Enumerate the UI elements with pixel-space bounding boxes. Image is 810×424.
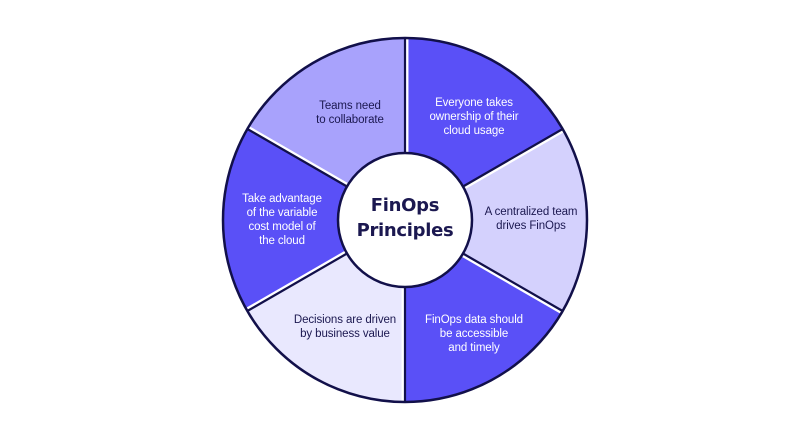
segment-business-value: Decisions are driven by business value (293, 314, 397, 340)
divider-highlight (463, 129, 565, 190)
segment-shape-business-value (247, 253, 405, 402)
diagram-title: FinOps Principles (356, 195, 454, 241)
outer-ring (221, 36, 589, 404)
segment-accessible-data: FinOps data should be accessible and tim… (425, 314, 523, 354)
segment-divider (246, 128, 348, 188)
segment-divider (462, 252, 564, 312)
segment-variable-cost: Take advantage of the variable cost mode… (242, 193, 322, 247)
segment-shape-ownership (405, 38, 563, 187)
segment-shape-centralized-team (463, 129, 587, 311)
divider-highlight (461, 254, 563, 314)
center-circle (336, 151, 474, 289)
segment-shape-variable-cost (223, 129, 347, 311)
segment-ownership: Everyone takes ownership of their cloud … (429, 97, 519, 137)
divider-highlight (247, 126, 349, 186)
segment-centralized-team: A centralized team drives FinOps (484, 206, 578, 232)
segment-divider (462, 128, 564, 188)
segment-teams-collaborate: Teams need to collaborate (316, 100, 384, 126)
segment-divider (246, 252, 348, 312)
divider-highlight (245, 250, 347, 311)
